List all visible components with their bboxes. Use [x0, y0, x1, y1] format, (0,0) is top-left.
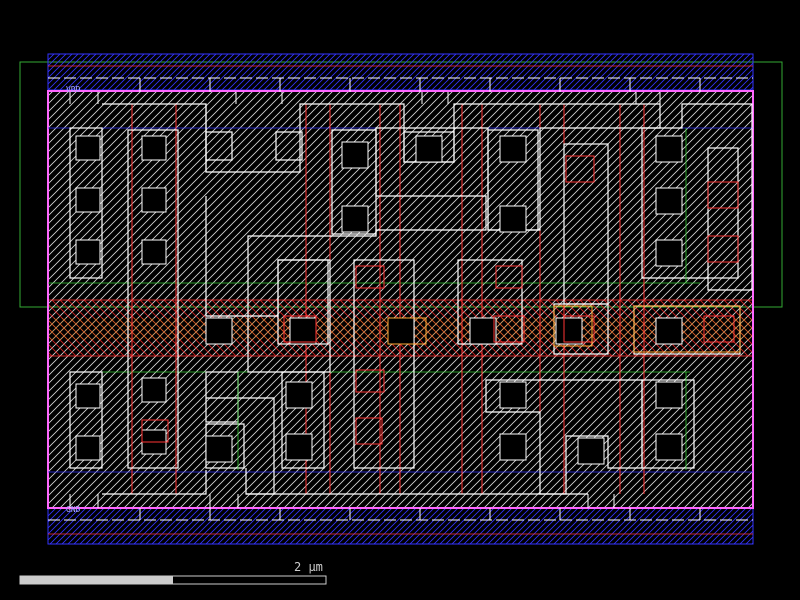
- gnd-label: GND: [66, 505, 81, 514]
- rail-tabs: [69, 78, 701, 520]
- vdd-label: VDD: [66, 85, 81, 94]
- scale-label: 2 µm: [294, 560, 323, 574]
- gnd-rail[interactable]: [47, 507, 754, 545]
- poly-contacts[interactable]: [141, 155, 739, 445]
- contacts[interactable]: [75, 135, 683, 465]
- vdd-rail[interactable]: [47, 53, 754, 91]
- scale-bar-fill: [20, 576, 173, 584]
- cell-boundary: [47, 90, 754, 509]
- pin-regions[interactable]: [387, 305, 741, 353]
- metal1-shapes[interactable]: [69, 103, 753, 495]
- scale-bar: 2 µm: [19, 560, 327, 585]
